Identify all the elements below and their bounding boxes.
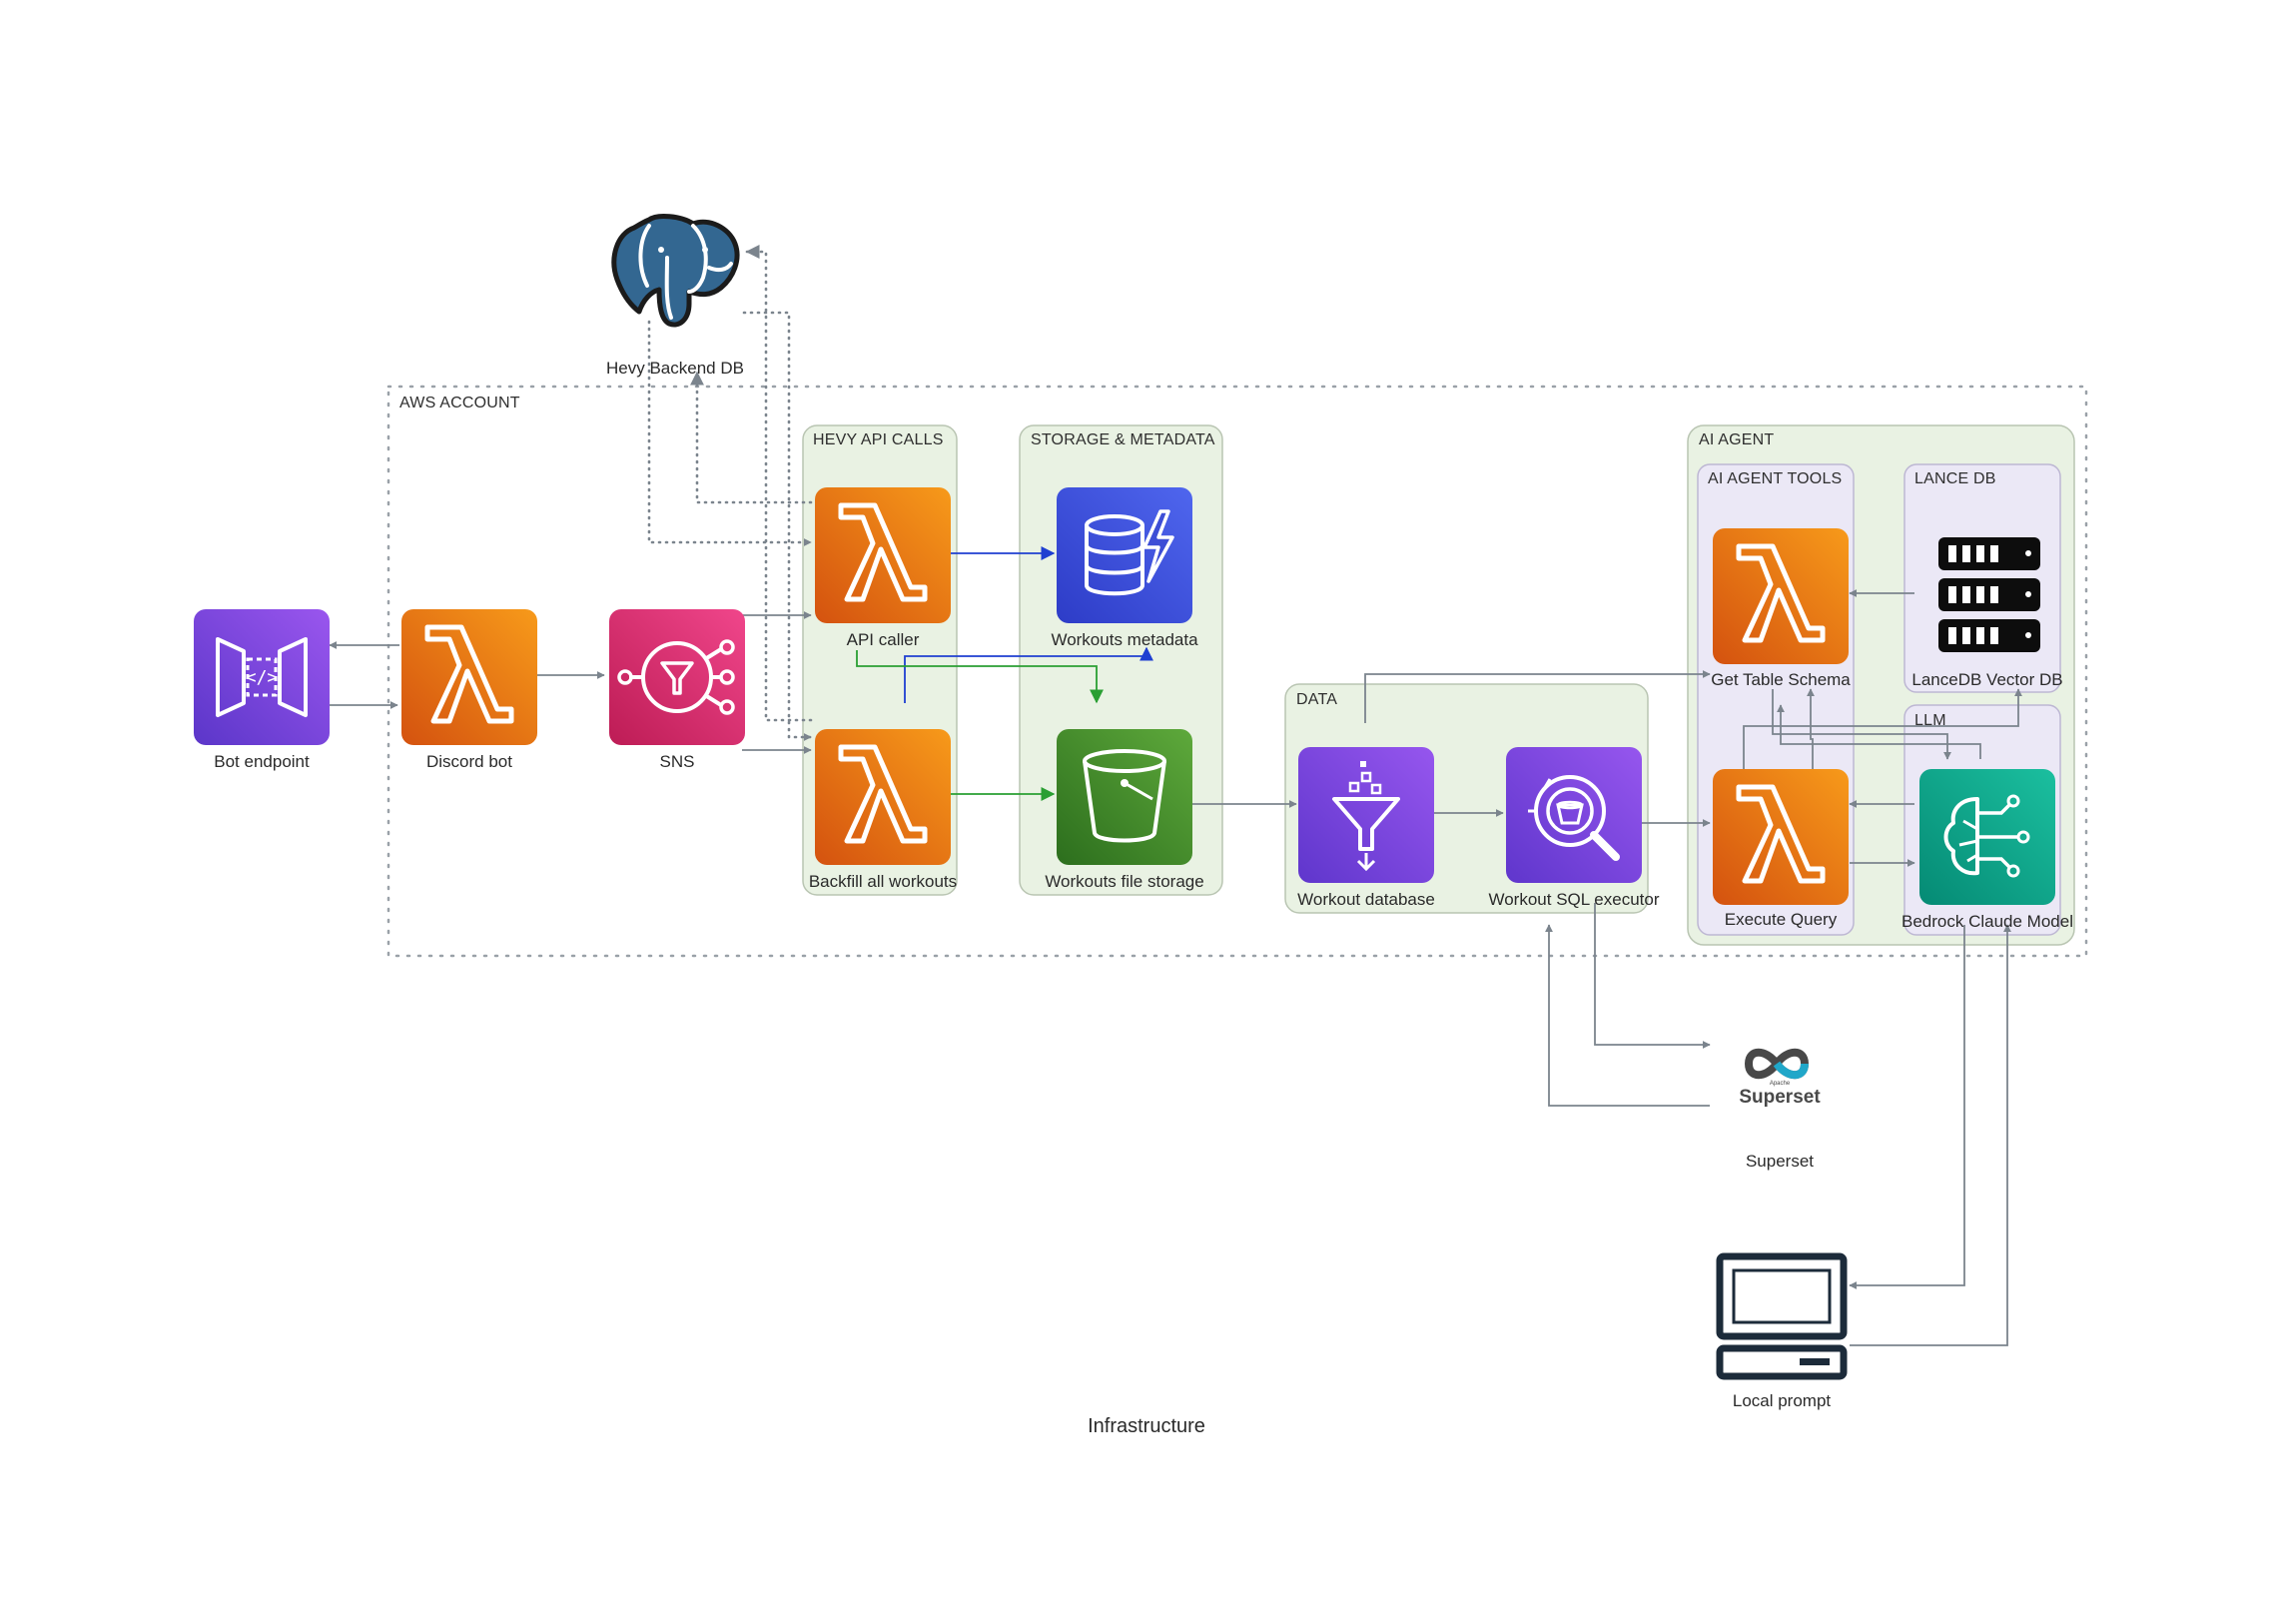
- local-prompt-label: Local prompt: [1733, 1391, 1832, 1410]
- edge-athena-to-superset: [1594, 903, 1711, 1049]
- node-local-prompt[interactable]: Local prompt: [1716, 1252, 1848, 1410]
- hevy-backend-db-label: Hevy Backend DB: [606, 359, 744, 378]
- svg-text:</>: </>: [246, 667, 279, 688]
- aws-account-label: AWS ACCOUNT: [399, 395, 520, 411]
- edge-apicaller-to-s3: [856, 650, 1104, 704]
- s3-bucket-icon: [1057, 729, 1192, 865]
- edge-bedrock-to-schema: [1777, 704, 1981, 759]
- edge-glue-to-schema: [1364, 670, 1711, 723]
- backfill-label: Backfill all workouts: [809, 872, 957, 891]
- node-execute-query[interactable]: Execute Query: [1713, 769, 1849, 929]
- discord-bot-label: Discord bot: [426, 752, 512, 771]
- node-sns[interactable]: SNS: [609, 609, 745, 771]
- edge-db-to-backfill: [742, 311, 813, 741]
- sns-label: SNS: [660, 752, 695, 771]
- workouts-file-storage-label: Workouts file storage: [1045, 872, 1203, 891]
- group-ai-agent-tools-label: AI AGENT TOOLS: [1708, 470, 1842, 487]
- workout-database-label: Workout database: [1297, 890, 1435, 909]
- superset-label: Superset: [1746, 1152, 1814, 1171]
- sns-icon: [609, 609, 745, 745]
- aws-account-boundary: [386, 385, 2088, 958]
- lancedb-vector-db-label: LanceDB Vector DB: [1911, 670, 2062, 689]
- node-backfill-all-workouts[interactable]: Backfill all workouts: [809, 729, 957, 891]
- superset-logo-icon: Apache Superset: [1739, 1048, 1821, 1108]
- edge-prompt-to-bedrock: [1850, 924, 2011, 1346]
- edge-schema-to-bedrock: [1772, 689, 1951, 760]
- group-data-label: DATA: [1296, 691, 1337, 708]
- edge-bedrock-to-prompt: [1849, 925, 1965, 1289]
- edge-backfill-to-db: [745, 245, 813, 722]
- group-lance-db-label: LANCE DB: [1914, 470, 1996, 487]
- node-hevy-backend-db[interactable]: Hevy Backend DB: [606, 214, 744, 378]
- node-api-caller[interactable]: API caller: [815, 487, 951, 649]
- node-get-table-schema[interactable]: Get Table Schema: [1711, 528, 1851, 689]
- server-rack-icon: [1938, 537, 2040, 652]
- node-workout-sql-executor[interactable]: Workout SQL executor: [1488, 747, 1660, 909]
- node-workouts-file-storage[interactable]: Workouts file storage: [1045, 729, 1204, 891]
- get-table-schema-label: Get Table Schema: [1711, 670, 1851, 689]
- superset-logo-small: Apache: [1770, 1081, 1791, 1087]
- node-discord-bot[interactable]: Discord bot: [401, 609, 537, 771]
- group-ai-agent-label: AI AGENT: [1699, 431, 1774, 448]
- api-caller-label: API caller: [847, 630, 920, 649]
- edge-backfill-to-metadata: [904, 646, 1153, 703]
- node-workout-database[interactable]: Workout database: [1297, 747, 1435, 909]
- edge-superset-to-athena: [1545, 924, 1710, 1107]
- node-bot-endpoint[interactable]: </> Bot endpoint: [194, 609, 330, 771]
- node-bedrock-claude-model[interactable]: Bedrock Claude Model: [1901, 769, 2073, 931]
- superset-logo-text: Superset: [1739, 1087, 1821, 1108]
- bedrock-claude-model-label: Bedrock Claude Model: [1901, 912, 2073, 931]
- edge-db-to-apicaller: [647, 320, 813, 546]
- athena-icon: [1506, 747, 1642, 883]
- node-workouts-metadata[interactable]: Workouts metadata: [1051, 487, 1198, 649]
- postgresql-elephant-icon: [611, 214, 740, 328]
- node-lancedb-vector-db[interactable]: LanceDB Vector DB: [1911, 537, 2063, 689]
- edge-execute-to-schema: [1807, 688, 1815, 769]
- edge-execute-to-lance: [1743, 688, 2022, 769]
- edges: [329, 245, 2022, 1346]
- group-storage-metadata-label: STORAGE & METADATA: [1031, 431, 1215, 448]
- group-llm-label: LLM: [1914, 712, 1946, 729]
- group-hevy-api-calls-label: HEVY API CALLS: [813, 431, 944, 448]
- diagram-title: Infrastructure: [1088, 1415, 1205, 1437]
- workout-sql-executor-label: Workout SQL executor: [1488, 890, 1659, 909]
- bot-endpoint-label: Bot endpoint: [214, 752, 310, 771]
- execute-query-label: Execute Query: [1725, 910, 1838, 929]
- workouts-metadata-label: Workouts metadata: [1051, 630, 1198, 649]
- edge-apicaller-to-db: [690, 371, 813, 504]
- laptop-icon: [1716, 1252, 1848, 1380]
- dynamodb-icon: [1057, 487, 1192, 623]
- node-superset[interactable]: Apache Superset Superset: [1739, 1048, 1821, 1171]
